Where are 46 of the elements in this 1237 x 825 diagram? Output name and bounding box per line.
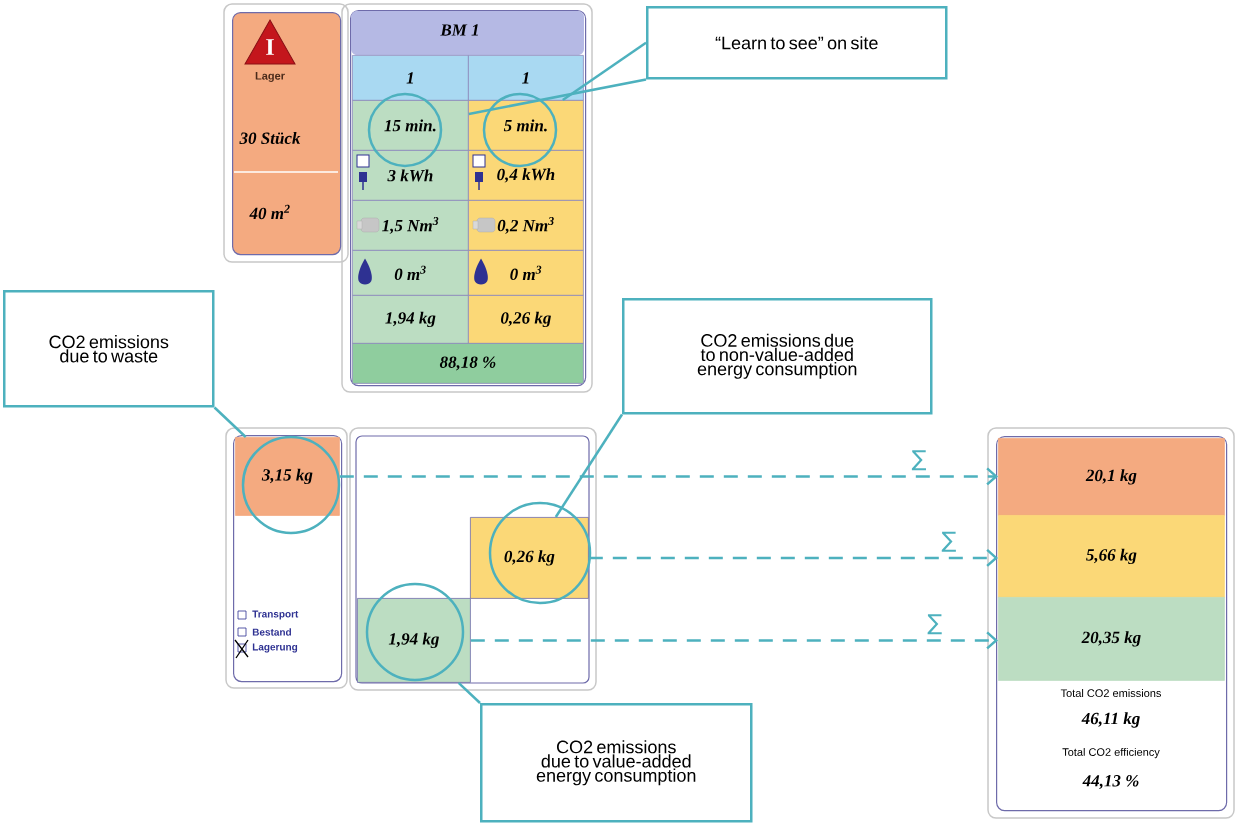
value-text: 40 m$^{2}$ — [249, 204, 290, 220]
value-cell: 0,2 Nm$^{3}$ — [468, 200, 584, 251]
value-cell: 20,35 kg — [998, 597, 1225, 681]
value-cell: 1 — [352, 55, 469, 101]
value-cell: 5,66 kg — [998, 515, 1225, 598]
checklist-item: Transport — [252, 610, 299, 620]
edge-label: ∑ — [940, 530, 958, 553]
leader-line — [468, 78, 647, 116]
checklist-item: Bestand — [252, 628, 291, 636]
total-label: Total CO2 efficiency — [1062, 747, 1160, 759]
value-cell: 20,1 kg — [998, 438, 1225, 516]
value-text: 46,11 kg — [1081, 712, 1140, 728]
leader-line — [457, 681, 481, 704]
value-cell: 5 min. — [468, 100, 584, 151]
value-cell: 1 — [468, 55, 584, 101]
card-title: BM 1 — [440, 24, 478, 36]
value-cell: 3,15 kg — [235, 437, 340, 516]
value-cell: 15 min. — [352, 100, 469, 151]
checklist-item: Lagerung — [252, 643, 298, 653]
value-cell: 1,94 kg — [352, 295, 469, 344]
value-cell: 0 m$^{3}$ — [468, 250, 584, 296]
warning-letter: I — [266, 39, 274, 55]
value-cell: 88,18 % — [352, 343, 584, 384]
edge-label: ∑ — [910, 449, 928, 472]
value-cell: 1,5 Nm$^{3}$ — [352, 200, 469, 251]
value-cell: 0,26 kg — [470, 517, 589, 599]
value-cell: 0,26 kg — [468, 295, 584, 344]
callout-box: CO2 emissions due to non-value-added energy consumption — [622, 298, 933, 415]
value-cell: 1,94 kg — [357, 598, 471, 683]
dashed-arrow — [588, 548, 998, 567]
leader-line — [213, 406, 247, 438]
leader-line — [562, 41, 647, 102]
value-cell: 3 kWh — [352, 150, 469, 201]
value-cell: 0 m$^{3}$ — [352, 250, 469, 296]
value-cell: 0,4 kWh — [468, 150, 584, 201]
value-text: 30 Stück — [239, 132, 301, 144]
callout-box: “Learn to see” on site — [646, 6, 948, 80]
total-label: Total CO2 emissions — [1060, 688, 1161, 698]
dashed-arrow — [470, 631, 998, 650]
dashed-arrow — [339, 467, 998, 486]
callout-box: CO2 emissions due to waste — [3, 290, 215, 408]
edge-label: ∑ — [926, 613, 944, 636]
value-text: 44,13 % — [1082, 775, 1139, 789]
callout-box: CO2 emissions due to value-added energy consumption — [480, 703, 753, 823]
leader-line — [554, 413, 624, 518]
label-text: Lager — [255, 72, 285, 82]
